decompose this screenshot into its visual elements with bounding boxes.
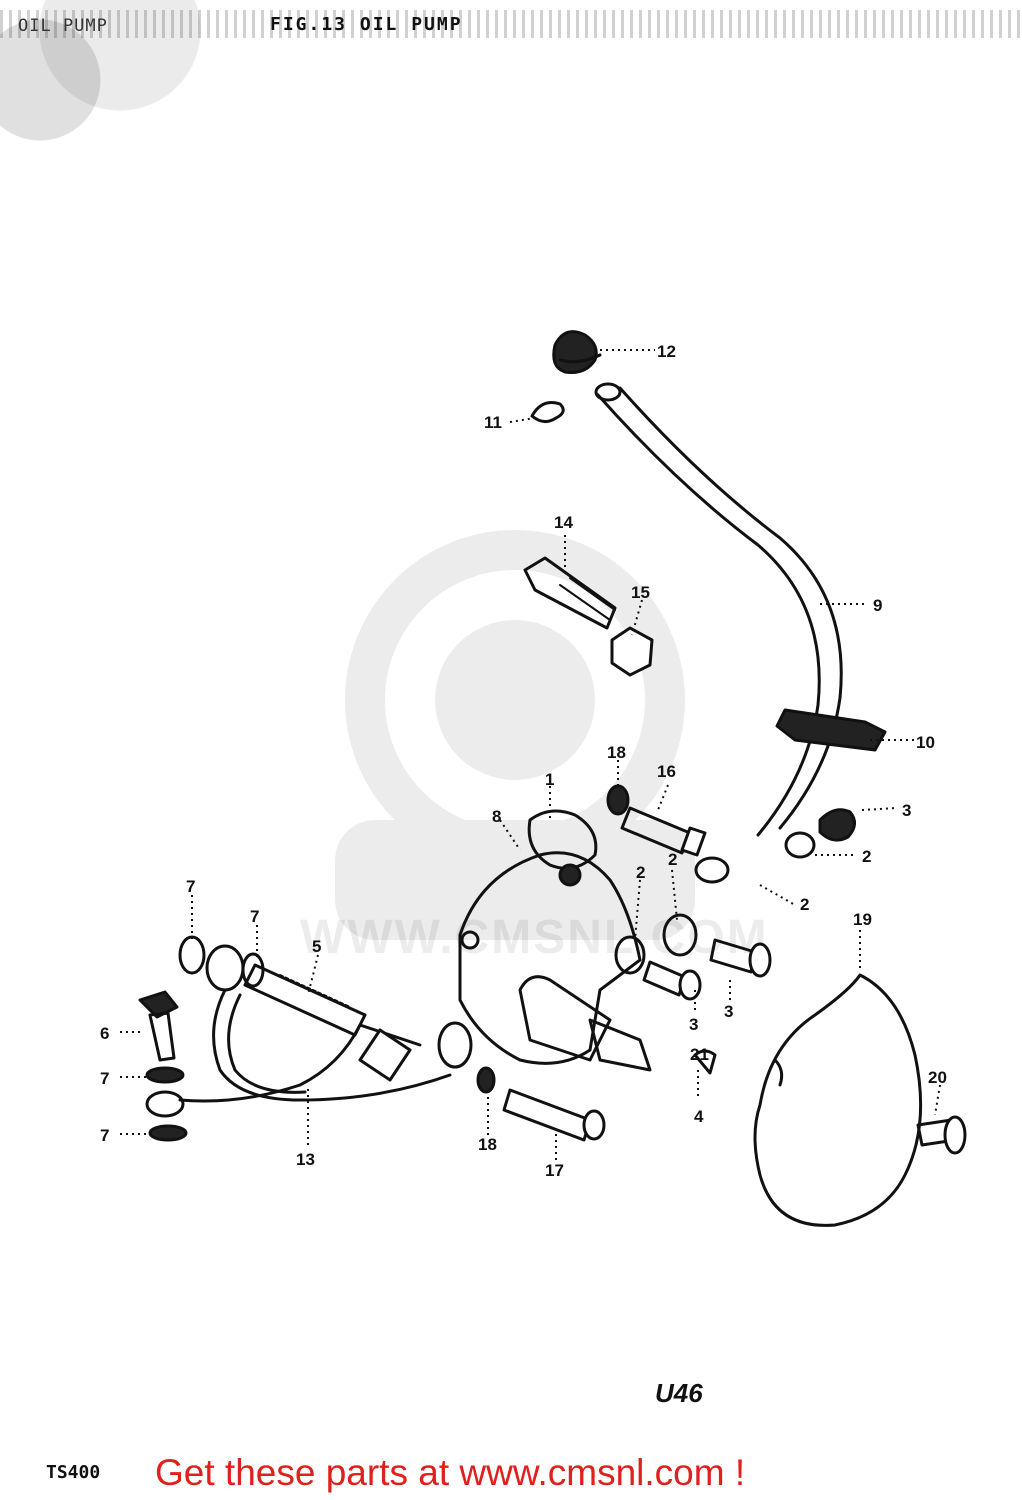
callout-9: 9	[873, 596, 882, 615]
part-16-bolt	[620, 806, 707, 857]
callout-16: 16	[657, 762, 676, 781]
part-19-pump-cover	[753, 973, 923, 1227]
part-7-washers	[145, 935, 473, 1142]
callout-14: 14	[554, 513, 573, 532]
callout-5: 5	[312, 937, 321, 956]
promo-link[interactable]: Get these parts at www.cmsnl.com !	[155, 1452, 746, 1493]
callout-4: 4	[694, 1107, 704, 1126]
part-13-oil-lines	[178, 988, 452, 1103]
callout-19: 19	[853, 910, 872, 929]
part-3-screws	[642, 808, 856, 1001]
callout-18-upper: 18	[607, 743, 626, 762]
part-10-grommet	[775, 708, 887, 752]
callout-13: 13	[296, 1150, 315, 1169]
part-18-washer-upper	[606, 784, 630, 816]
diagram-code: U46	[655, 1378, 703, 1408]
figure-title: FIG.13 OIL PUMP	[270, 14, 463, 35]
callout-3-left: 3	[689, 1015, 698, 1034]
callout-1: 1	[545, 770, 554, 789]
part-2-washers	[614, 831, 816, 975]
model-label: TS400	[46, 1462, 101, 1483]
callout-2-right: 2	[862, 847, 871, 866]
callout-3-mid: 3	[724, 1002, 733, 1021]
callout-20: 20	[928, 1068, 947, 1087]
part-14-adjuster	[523, 556, 617, 630]
callout-11: 11	[484, 413, 502, 432]
callout-7-middle: 7	[100, 1069, 109, 1088]
callout-8: 8	[492, 807, 501, 826]
page-title: OIL PUMP	[18, 16, 108, 36]
part-9-oil-hose	[594, 382, 843, 837]
callout-6: 6	[100, 1024, 109, 1043]
callout-18-lower: 18	[478, 1135, 497, 1154]
part-21-plate	[693, 1049, 717, 1075]
callout-10: 10	[916, 733, 935, 752]
callout-7-top-right: 7	[250, 907, 259, 926]
callout-7-bottom: 7	[100, 1126, 109, 1145]
part-20-screw	[916, 1115, 967, 1155]
callout-2-lower: 2	[800, 895, 809, 914]
part-17-bolt	[502, 1088, 606, 1142]
part-15-nut	[610, 626, 654, 677]
callout-3-right: 3	[902, 801, 911, 820]
part-18-washer-lower	[476, 1066, 496, 1094]
callout-2-mid: 2	[668, 850, 677, 869]
part-8-oil-pump-body	[458, 809, 652, 1072]
callout-15: 15	[631, 583, 650, 602]
callout-2-left: 2	[636, 863, 645, 882]
callout-17: 17	[545, 1161, 564, 1180]
part-11-clamp	[530, 401, 565, 423]
callout-12: 12	[657, 342, 676, 361]
callout-21: 21	[690, 1045, 709, 1064]
part-12-clip	[552, 330, 602, 374]
part-6-bolt	[138, 990, 179, 1062]
callout-7-top-left: 7	[186, 877, 195, 896]
scan-header-strip	[0, 10, 1022, 38]
